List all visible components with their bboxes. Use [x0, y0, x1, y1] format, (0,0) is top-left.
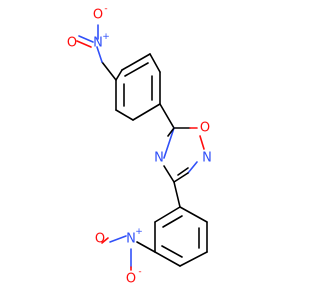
bond — [121, 53, 151, 71]
molecule-diagram: N + O - O O N N — [67, 4, 212, 287]
ring-n-right-label: N — [202, 151, 212, 166]
bond — [163, 127, 175, 159]
bond — [109, 235, 127, 243]
bond — [101, 237, 109, 244]
bond — [132, 103, 161, 121]
bond — [149, 53, 161, 73]
bond — [101, 61, 117, 81]
bond — [96, 46, 103, 63]
nitro2-n-charge: + — [135, 227, 143, 237]
bond — [159, 103, 175, 129]
bond — [162, 215, 183, 228]
nitro2-o-minus-label: O — [126, 272, 136, 287]
bond — [76, 40, 92, 48]
bond — [177, 167, 189, 176]
nitro1-o-minus-label: O — [93, 8, 103, 23]
bond — [161, 245, 183, 258]
nitro1-n-charge: + — [102, 32, 110, 42]
nitro1-o-label: O — [67, 36, 77, 51]
bottom-nitro-group: N + O O - — [95, 227, 156, 287]
bond — [179, 251, 208, 267]
nitro1-o-minus-charge: - — [104, 4, 107, 14]
structure-svg: N + O - O O N N — [67, 4, 212, 287]
ring-n-left-label: N — [154, 151, 164, 166]
top-nitro-group: N + O - O — [67, 4, 117, 81]
bond — [154, 206, 181, 223]
bond — [179, 206, 208, 223]
bond — [115, 69, 123, 81]
bottom-phenyl-ring — [154, 206, 208, 267]
bond — [173, 172, 189, 183]
bond — [78, 35, 94, 43]
oxadiazole-ring: O N N — [154, 121, 212, 183]
nitro1-n-label: N — [93, 36, 103, 51]
bond — [154, 251, 181, 267]
bond — [173, 181, 181, 208]
bond — [187, 161, 198, 174]
bond — [167, 127, 175, 137]
bond — [124, 62, 149, 77]
nitro2-o-minus-charge: - — [138, 267, 141, 277]
nitro2-n-label: N — [126, 232, 136, 247]
top-phenyl-ring — [115, 53, 161, 121]
bond — [136, 241, 156, 253]
nitro2-o-label: O — [95, 232, 105, 247]
bond — [163, 165, 175, 183]
bond — [199, 135, 205, 150]
ring-o-label: O — [200, 121, 210, 136]
bond — [115, 109, 134, 121]
